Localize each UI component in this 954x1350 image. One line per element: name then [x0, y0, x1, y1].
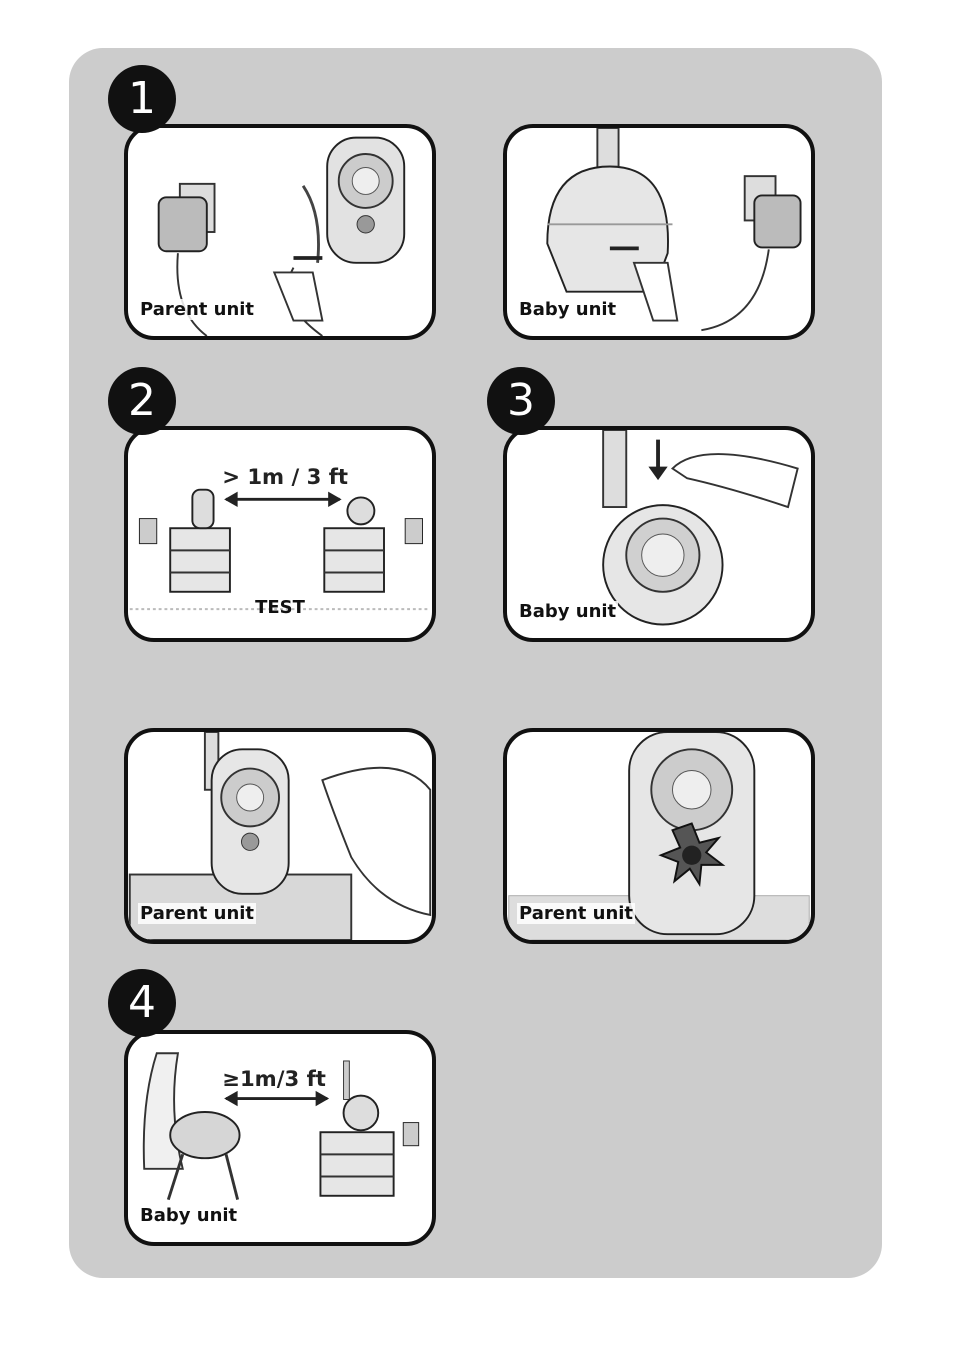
test-distance-illustration: > 1m / 3 ft [129, 464, 431, 611]
panel-parent-unit-flash: Parent unit [503, 728, 815, 944]
step-4-badge: 4 [108, 969, 176, 1037]
panel-2-label: Baby unit [517, 299, 619, 320]
panel-3-label: TEST [255, 597, 305, 618]
panel-baby-unit-placement: ≥1m/3 ft Baby unit [124, 1030, 436, 1246]
test-distance-text: > 1m / 3 ft [222, 464, 348, 489]
panel-test-distance: > 1m / 3 ft TEST [124, 426, 436, 642]
panel-4-label: Baby unit [517, 601, 619, 622]
parent-unit-plug-illustration [157, 136, 406, 336]
step-3-badge: 3 [487, 367, 555, 435]
panel-1-label: Parent unit [138, 299, 257, 320]
baby-unit-press-illustration [602, 430, 799, 626]
placement-distance-text: ≥1m/3 ft [222, 1066, 326, 1091]
panel-baby-unit-press: Baby unit [503, 426, 815, 642]
panel-baby-unit-plug: Baby unit [503, 124, 815, 340]
panel-7-label: Baby unit [138, 1205, 240, 1226]
baby-unit-placement-illustration: ≥1m/3 ft [142, 1052, 420, 1201]
panel-6-label: Parent unit [517, 903, 636, 924]
step-1-badge: 1 [108, 65, 176, 133]
baby-unit-plug-illustration [546, 128, 802, 332]
step-2-badge: 2 [108, 367, 176, 435]
panel-parent-unit-plug: Parent unit [124, 124, 436, 340]
panel-5-label: Parent unit [138, 903, 257, 924]
panel-parent-unit-press: Parent unit [124, 728, 436, 944]
